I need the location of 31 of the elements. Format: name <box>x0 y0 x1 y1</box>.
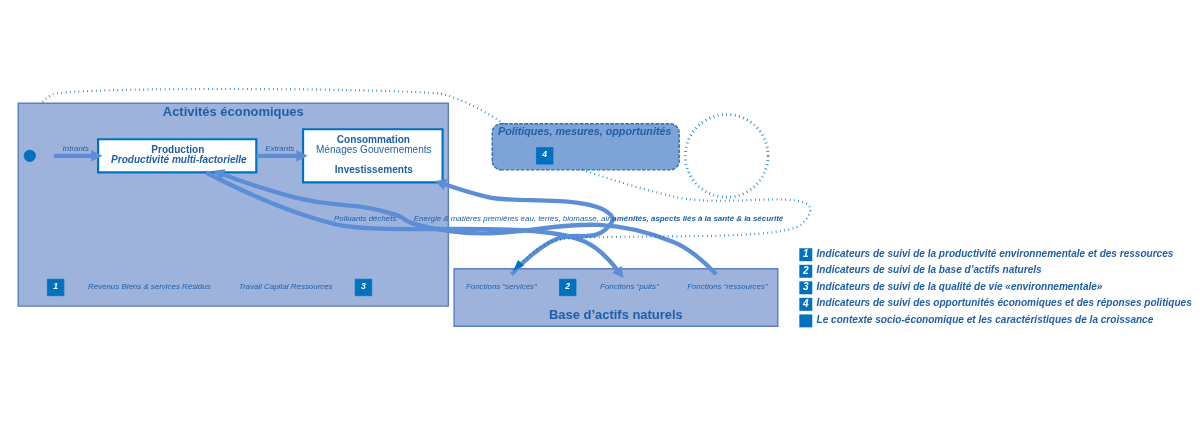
label: Revenus Biens & services Résidus <box>88 281 211 291</box>
node-circle <box>23 149 36 162</box>
legend-label: Le contexte socio-économique et les caractéristiques de la croissance <box>816 313 1154 325</box>
node-box: 1 <box>47 278 65 296</box>
node-box: Production Productivité multi-factorielle <box>97 137 258 173</box>
arrow <box>256 149 308 162</box>
legend-label: Indicateurs de suivi de la qualité de vie «environnementale» <box>816 280 1103 292</box>
node-box: 4 <box>536 146 554 164</box>
label: 3 <box>802 280 809 292</box>
node-box: 2 <box>559 278 577 296</box>
legend-label: Indicateurs de suivi de la base d’actifs naturels <box>816 263 1042 275</box>
edge-label: Energie & matières premières eau, terres, biomasse, air <box>413 213 610 223</box>
connector <box>40 87 505 125</box>
node-circle <box>683 112 770 199</box>
node-text: Fonctions “services” <box>465 281 537 291</box>
label: 4 <box>802 297 809 309</box>
edge-label: Polluants déchets <box>333 213 397 223</box>
legend-label: Indicateurs de suivi de la productivité environnementale et des ressources <box>816 247 1174 259</box>
edge-label: Intrants <box>62 143 89 153</box>
node-box: 3 <box>354 278 373 296</box>
arrow <box>53 149 103 162</box>
arrow <box>205 170 624 278</box>
node-text: Fonctions “ressources” <box>687 281 768 291</box>
label: 2 <box>802 264 809 276</box>
label: Travail Capital Ressources <box>238 281 333 291</box>
node-text: Fonctions “puits” <box>600 281 659 291</box>
legend-label: Indicateurs de suivi des opportunités économiques et des réponses politiques <box>816 296 1192 308</box>
edge-label: Extrants <box>265 143 295 153</box>
node-box: Consommation Ménages Gouvernements Investissements <box>302 127 444 184</box>
label: 1 <box>802 247 809 259</box>
arrow <box>435 178 615 276</box>
